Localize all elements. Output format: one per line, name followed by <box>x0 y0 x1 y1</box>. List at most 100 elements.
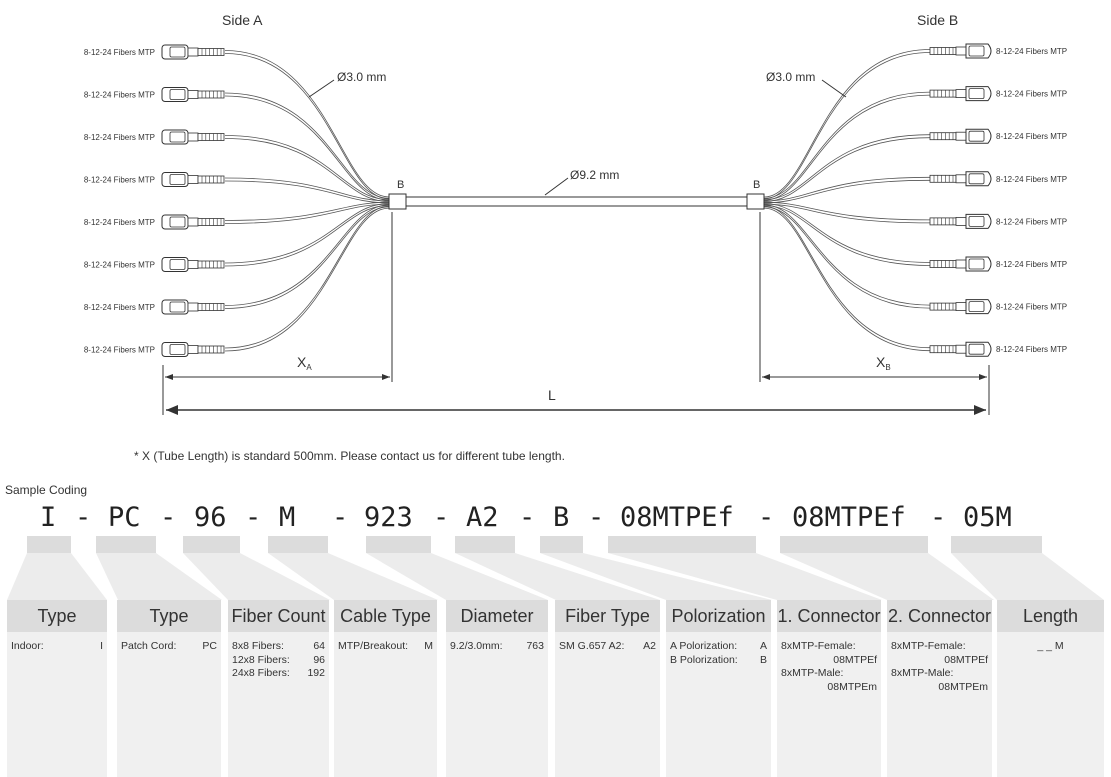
xb-label: XB <box>876 354 891 372</box>
mtp-connector-icon <box>161 172 225 187</box>
spec-line: 8xMTP-Male: <box>781 667 844 679</box>
fiber-leg <box>763 91 931 199</box>
connector-length <box>951 553 1104 600</box>
code-cable-type: M <box>279 502 296 533</box>
spec-label: B Polorization: <box>670 653 738 666</box>
fiber-leg <box>224 92 390 199</box>
side-a-connectors: 8-12-24 Fibers MTP 8-12-24 Fibers MTP 8-12… <box>84 44 225 357</box>
connector-label: 8-12-24 Fibers MTP <box>996 260 1067 269</box>
spec-line: 08MTPEm <box>938 680 988 693</box>
spec-row: MTP/Breakout:M <box>338 640 433 654</box>
column-body: Indoor:I <box>11 640 103 654</box>
spec-row: Patch Cord: PC <box>121 640 217 654</box>
spec-label: 8x8 Fibers: <box>232 640 284 652</box>
connector-cable-type <box>268 553 438 600</box>
fiber-leg <box>224 205 390 267</box>
fiber-leg <box>763 49 931 198</box>
code-type: I <box>40 502 57 533</box>
fiber-leg <box>224 135 390 200</box>
mtp-connector-icon <box>929 171 992 187</box>
connector-label: 8-12-24 Fibers MTP <box>996 345 1067 354</box>
column-title: Polorization <box>666 600 771 632</box>
spec-value: 64 <box>313 640 325 652</box>
fiber-leg <box>763 52 931 200</box>
spec-label: A Polorization: <box>670 640 738 652</box>
column-type: Type Indoor:I <box>7 600 107 777</box>
length-arrow-right <box>974 405 986 415</box>
code-fiber-type: A2 <box>466 502 499 533</box>
column-length: Length _ _ M <box>997 600 1104 777</box>
breakout-label-b: B <box>753 179 760 191</box>
trunk-diameter-leader <box>544 177 569 196</box>
code-connector-2: 08MTPEf <box>792 502 906 533</box>
code-polarization: B <box>553 502 570 533</box>
length-label: L <box>548 387 556 403</box>
breakout-b <box>746 193 765 210</box>
connector-label: 8-12-24 Fibers MTP <box>84 48 155 57</box>
spec-line: 8xMTP-Female: <box>891 640 966 652</box>
fiber-leg <box>224 180 390 204</box>
fiber-leg <box>763 134 931 200</box>
connector-label: 8-12-24 Fibers MTP <box>84 91 155 100</box>
spec-value: I <box>100 640 103 652</box>
fiber-leg <box>763 203 931 224</box>
connector-label: 8-12-24 Fibers MTP <box>996 175 1067 184</box>
column-body: 8x8 Fibers:64 12x8 Fibers:96 24x8 Fibers… <box>232 640 325 681</box>
code-bar-fiber-count <box>183 536 240 553</box>
column-body: 9.2/3.0mm:763 <box>450 640 544 654</box>
mtp-connector-icon <box>929 341 992 357</box>
spec-value: 96 <box>313 653 325 666</box>
breakout-label-a: B <box>397 179 404 191</box>
leg-diameter-label-b: Ø3.0 mm <box>766 70 815 84</box>
sample-coding-title: Sample Coding <box>5 483 88 497</box>
mtp-connector-icon <box>161 214 225 230</box>
fiber-leg <box>763 206 931 309</box>
column-cord-type: Type Patch Cord: PC <box>117 600 221 777</box>
connector-label: 8-12-24 Fibers MTP <box>996 132 1067 141</box>
column-title: Type <box>117 600 221 632</box>
spec-line: 8xMTP-Female: <box>781 640 856 652</box>
code-diameter: 923 <box>364 502 413 533</box>
code-bar-connector-1 <box>608 536 756 553</box>
spec-value: 192 <box>307 667 325 679</box>
column-title: Fiber Count <box>228 600 329 632</box>
code-dash: - <box>519 502 536 533</box>
leg-diameter-label-a: Ø3.0 mm <box>337 70 386 84</box>
fiber-leg <box>763 205 931 266</box>
spec-line: 08MTPEm <box>827 680 877 693</box>
spec-row: 8x8 Fibers: 64 <box>232 640 325 654</box>
code-connector-1: 08MTPEf <box>620 502 734 533</box>
connector-polarization <box>540 553 772 600</box>
mtp-connector-icon <box>161 299 225 315</box>
spec-value: B <box>759 653 767 666</box>
column-title: 2. Connector <box>887 600 992 632</box>
column-body: 8xMTP-Female: 08MTPEf 8xMTP-Male: 08MTPE… <box>781 640 877 694</box>
column-fiber-count: Fiber Count 8x8 Fibers:64 12x8 Fibers:96… <box>228 600 329 777</box>
code-bar-type <box>27 536 71 553</box>
mtp-connector-icon <box>929 256 992 272</box>
column-body: _ _ M <box>1001 640 1100 654</box>
fiber-legs <box>224 49 931 352</box>
fiber-leg <box>224 207 390 352</box>
spec-line: _ _ M <box>1037 640 1064 652</box>
connector-label: 8-12-24 Fibers MTP <box>84 261 155 270</box>
mtp-connector-icon <box>161 87 225 102</box>
spec-value: PC <box>202 640 217 652</box>
xa-label: XA <box>297 354 312 372</box>
fiber-leg <box>224 206 390 309</box>
fiber-leg <box>224 53 390 200</box>
column-title: Diameter <box>446 600 548 632</box>
spec-row: 9.2/3.0mm:763 <box>450 640 544 654</box>
spec-label: Patch Cord: <box>121 640 177 652</box>
fiber-leg <box>763 205 931 349</box>
spec-line: 08MTPEf <box>833 653 877 666</box>
mtp-connector-icon <box>929 213 992 229</box>
side-b-title: Side B <box>917 12 958 28</box>
spec-label: 9.2/3.0mm: <box>450 640 503 652</box>
fiber-leg <box>763 203 931 263</box>
code-dash: - <box>332 502 349 533</box>
xb-arrow-left <box>762 374 770 380</box>
connector-label: 8-12-24 Fibers MTP <box>84 176 155 185</box>
